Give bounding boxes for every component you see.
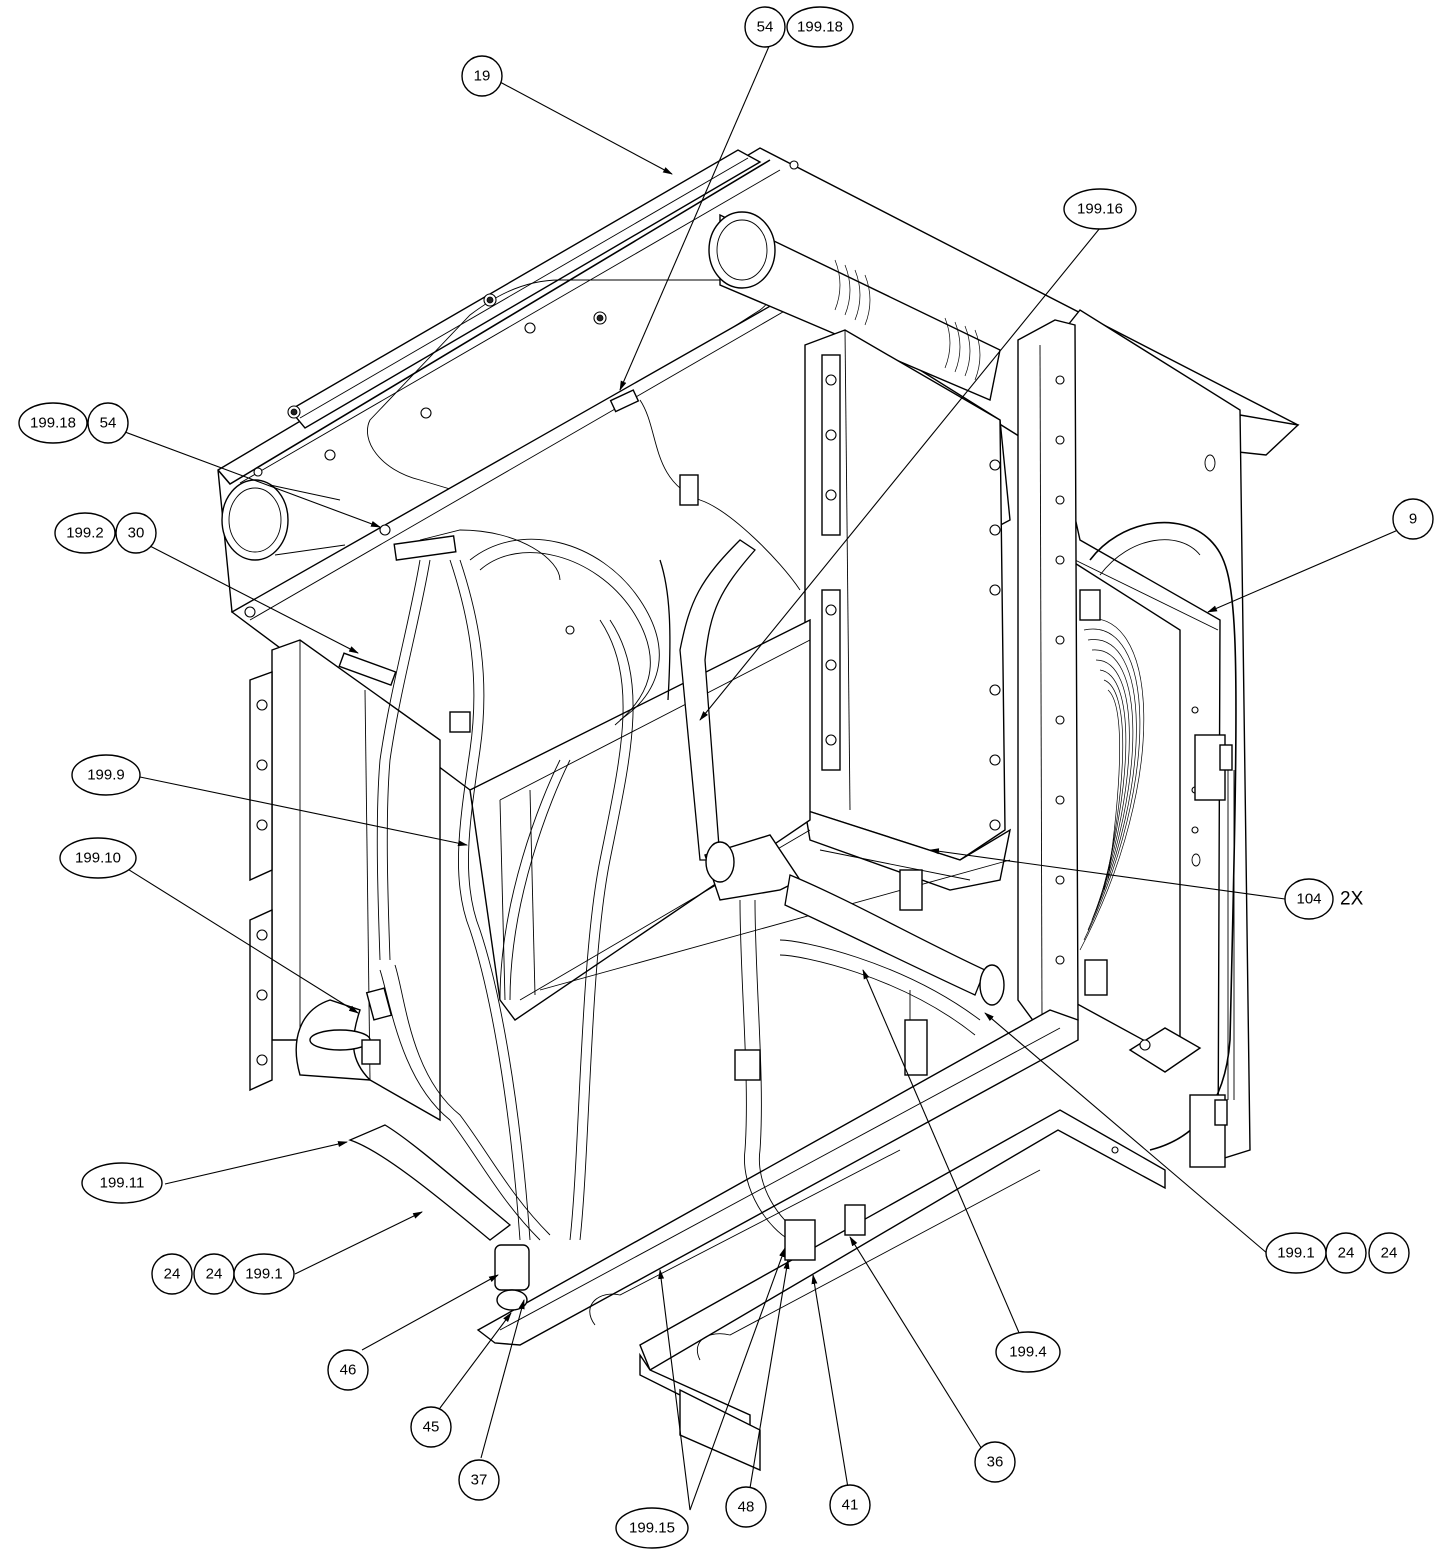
leader-36 <box>849 1236 991 1463</box>
leader-199-4 <box>862 969 1021 1336</box>
callout-199-1-left-label: 199.1 <box>245 1266 283 1283</box>
callout-36: 36 <box>974 1441 1016 1483</box>
callout-48: 48 <box>725 1486 767 1528</box>
callout-37: 37 <box>458 1459 500 1501</box>
callout-54-top-label: 54 <box>757 19 774 36</box>
leader-48 <box>747 1259 790 1501</box>
hoses <box>295 389 1233 1311</box>
right-housing <box>1039 309 1251 1168</box>
leader-37 <box>480 1299 525 1459</box>
bottom-frame <box>476 1009 1202 1472</box>
leader-24-left <box>294 1211 423 1275</box>
callout-9-label: 9 <box>1409 511 1417 528</box>
cooler-assembly-artwork <box>217 147 1300 1472</box>
right-core <box>804 319 1079 1031</box>
callout-19-label: 19 <box>474 68 491 85</box>
callout-24a-left-label: 24 <box>164 1266 181 1283</box>
leader-54-top <box>619 43 771 391</box>
callout-104-quantity: 2X <box>1340 889 1364 910</box>
leader-41 <box>811 1274 851 1501</box>
leader-46 <box>361 1274 499 1351</box>
callout-199-18-left-label: 199.18 <box>30 415 76 432</box>
leader-199-16 <box>699 227 1101 721</box>
callout-9: 9 <box>1392 498 1434 540</box>
center-core <box>469 618 1011 1021</box>
leader-19 <box>499 81 673 175</box>
callout-45: 45 <box>410 1406 452 1448</box>
callout-54-left-label: 54 <box>100 415 117 432</box>
callout-199-1-24-24-right: 199.1 24 24 <box>1265 1232 1410 1274</box>
callout-24b-right-label: 24 <box>1381 1245 1398 1262</box>
callout-199-10: 199.10 <box>59 837 137 879</box>
callout-199-4: 199.4 <box>995 1331 1061 1373</box>
callout-37-label: 37 <box>471 1472 488 1489</box>
callout-199-2-label: 199.2 <box>66 525 104 542</box>
leader-104 <box>929 848 1286 900</box>
leader-199-1-right <box>984 1012 1269 1255</box>
top-pipe <box>708 211 1001 401</box>
callout-19: 19 <box>461 55 503 97</box>
callout-24-24-199-1-left: 24 24 199.1 <box>151 1253 295 1295</box>
callout-199-18-54-left: 199.18 54 <box>18 402 129 444</box>
callout-199-16: 199.16 <box>1063 188 1137 230</box>
callout-45-label: 45 <box>423 1419 440 1436</box>
callout-bubbles: 19 54 199.18 199.16 199.18 54 199.2 30 <box>18 6 1434 1549</box>
leader-199-11 <box>164 1141 348 1185</box>
leader-45 <box>439 1312 512 1409</box>
callout-104: 104 2X <box>1284 878 1364 920</box>
callout-199-1-right-label: 199.1 <box>1277 1245 1315 1262</box>
leader-lines <box>109 43 1399 1511</box>
callout-46-label: 46 <box>340 1362 357 1379</box>
left-radiator <box>249 639 441 1122</box>
callout-199-15: 199.15 <box>615 1507 689 1549</box>
leader-199-15-b <box>658 1269 691 1511</box>
callout-41-label: 41 <box>842 1497 859 1514</box>
leader-199-18-left <box>124 431 381 528</box>
callout-199-15-label: 199.15 <box>629 1520 675 1537</box>
callout-199-10-label: 199.10 <box>75 850 121 867</box>
leader-199-10 <box>109 857 359 1014</box>
callout-46: 46 <box>327 1349 369 1391</box>
leader-9 <box>1207 529 1399 613</box>
callout-54-199-18-top: 54 199.18 <box>744 6 854 48</box>
callout-199-9: 199.9 <box>71 754 141 796</box>
left-pipe-cap <box>221 479 346 561</box>
callout-199-9-label: 199.9 <box>87 767 125 784</box>
callout-199-16-label: 199.16 <box>1077 201 1123 218</box>
leader-199-9 <box>139 776 468 847</box>
leader-199-2 <box>147 544 359 654</box>
callout-41: 41 <box>829 1484 871 1526</box>
callout-104-label: 104 <box>1296 891 1321 908</box>
callout-36-label: 36 <box>987 1454 1004 1471</box>
callout-199-11-label: 199.11 <box>100 1175 145 1192</box>
callout-199-18-top-label: 199.18 <box>797 19 843 36</box>
callout-48-label: 48 <box>738 1499 755 1516</box>
callout-24b-left-label: 24 <box>206 1266 223 1283</box>
leader-199-15-a <box>689 1247 786 1511</box>
callout-199-4-label: 199.4 <box>1009 1344 1047 1361</box>
callout-199-2-30: 199.2 30 <box>54 512 157 554</box>
callout-199-11: 199.11 <box>81 1162 163 1204</box>
callout-30-label: 30 <box>128 525 145 542</box>
callout-24a-right-label: 24 <box>1338 1245 1355 1262</box>
